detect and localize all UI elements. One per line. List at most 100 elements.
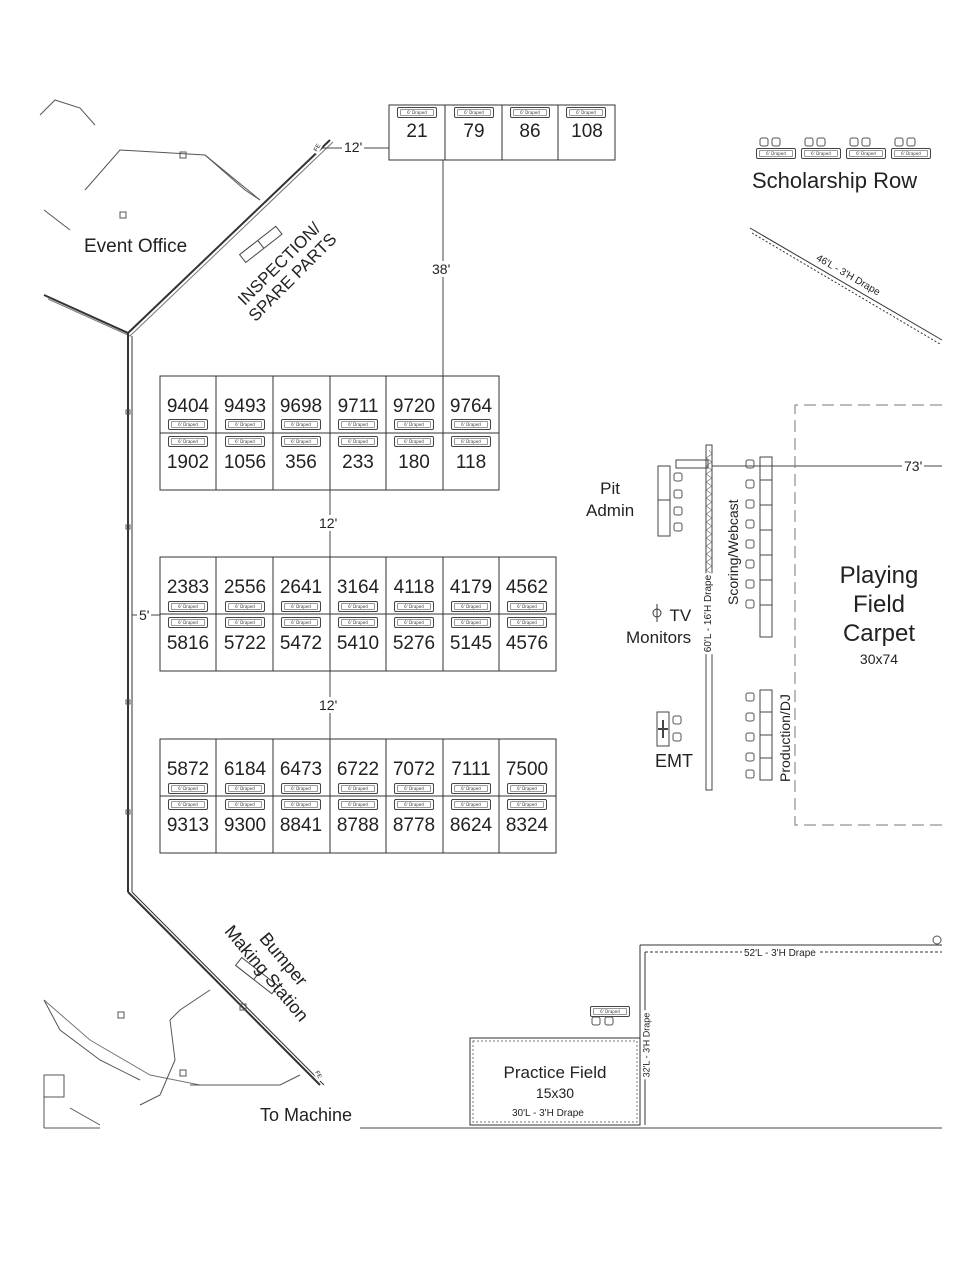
pit-table: 6' Draped [168,617,208,628]
pit-table: 6' Draped [394,799,434,810]
pit-table: 6' Draped [281,783,321,794]
pit-table: 6' Draped [397,107,437,118]
pit-table: 6' Draped [394,783,434,794]
emt-table [656,711,670,747]
pit-table: 6' Draped [281,617,321,628]
team-number: 9300 [223,815,267,836]
practice-field-size: 15x30 [535,1085,575,1101]
pit-table: 6' Draped [507,617,547,628]
team-number: 5722 [223,633,267,654]
team-number: 8788 [336,815,380,836]
pit-table: 6' Draped [394,436,434,447]
emt-label: EMT [655,751,693,771]
scholarship-chairs [759,137,916,147]
scholarship-table: 6' Draped [756,148,796,159]
production-table-stack [759,689,773,781]
scoring-webcast-label: Scoring/Webcast [725,499,741,605]
building-wall [43,139,334,1086]
pit-table: 6' Draped [338,419,378,430]
pit-table: 6' Draped [338,799,378,810]
pit-admin-label: Pit Admin [586,479,635,520]
scholarship-table: 6' Draped [891,148,931,159]
team-number: 9404 [166,396,210,417]
playing-field-line1: Playing [839,562,919,589]
team-number: 233 [342,452,374,473]
team-number: 118 [455,452,487,473]
main-drape-label: 60'L - 16'H Drape [703,572,715,655]
team-number: 9764 [449,396,493,417]
pit-table: 6' Draped [338,436,378,447]
team-number: 4576 [505,633,549,654]
pit-table: 6' Draped [451,601,491,612]
scholarship-table: 6' Draped [801,148,841,159]
pit-table: 6' Draped [225,419,265,430]
pit-table: 6' Draped [507,601,547,612]
team-number: 1056 [223,452,267,473]
team-number: 6184 [223,759,267,780]
dimension-side: 5' [137,607,152,623]
playing-field-line2: Field [852,591,906,618]
team-number: 9698 [279,396,323,417]
practice-bottom-drape-label: 30'L - 3'H Drape [510,1108,586,1119]
to-machine-label: To Machine [260,1105,353,1125]
team-number: 356 [285,452,317,473]
team-number: 8778 [392,815,436,836]
scoring-table-stack [759,456,773,638]
team-number: 1902 [166,452,210,473]
bumper-tables [234,956,279,995]
dimension-row-gap: 12' [317,697,340,713]
dimension-aisle: 38' [430,261,453,277]
dimension-field: 73' [902,458,925,474]
team-number: 5816 [166,633,210,654]
practice-side-drape-label: 32'L - 3'H Drape [641,1010,652,1080]
pit-row-top [388,104,616,161]
scholarship-table: 6' Draped [846,148,886,159]
team-number: 7111 [451,759,491,780]
wall-fixtures [117,151,942,1077]
pit-table: 6' Draped [394,419,434,430]
team-number: 2383 [166,577,210,598]
pit-table: 6' Draped [225,601,265,612]
team-number: 5410 [336,633,380,654]
pit-table: 6' Draped [225,617,265,628]
team-number: 4118 [393,577,435,598]
pit-row-2 [159,556,557,672]
team-number: 2556 [223,577,267,598]
inspection-tables [238,225,283,264]
pit-admin-tables [657,459,709,537]
pit-table: 6' Draped [507,783,547,794]
team-number: 5145 [449,633,493,654]
team-number: 79 [463,121,485,142]
pit-table: 6' Draped [451,799,491,810]
pit-table: 6' Draped [225,799,265,810]
team-number: 180 [398,452,430,473]
practice-field-title: Practice Field [503,1063,607,1082]
pit-table: 6' Draped [451,783,491,794]
pit-table: 6' Draped [168,419,208,430]
pit-row-3 [159,738,557,854]
practice-top-drape-label: 52'L - 3'H Drape [742,948,818,959]
team-number: 6473 [279,759,323,780]
pit-table: 6' Draped [451,617,491,628]
team-number: 21 [406,121,428,142]
pit-table: 6' Draped [507,799,547,810]
pit-table: 6' Draped [281,799,321,810]
pit-table: 6' Draped [510,107,550,118]
team-number: 9313 [166,815,210,836]
pit-table: 6' Draped [451,436,491,447]
team-number: 8841 [279,815,323,836]
pit-table: 6' Draped [168,799,208,810]
event-office-walls [39,99,261,1081]
team-number: 9720 [392,396,436,417]
playing-field-boundary [794,404,942,826]
team-number: 86 [519,121,541,142]
pit-table: 6' Draped [168,436,208,447]
scholarship-row-label: Scholarship Row [752,168,918,193]
pit-table: 6' Draped [566,107,606,118]
team-number: 2641 [279,577,323,598]
pit-table: 6' Draped [394,617,434,628]
team-number: 7500 [505,759,549,780]
tv-monitor-symbol [652,604,662,622]
pit-table: 6' Draped [454,107,494,118]
